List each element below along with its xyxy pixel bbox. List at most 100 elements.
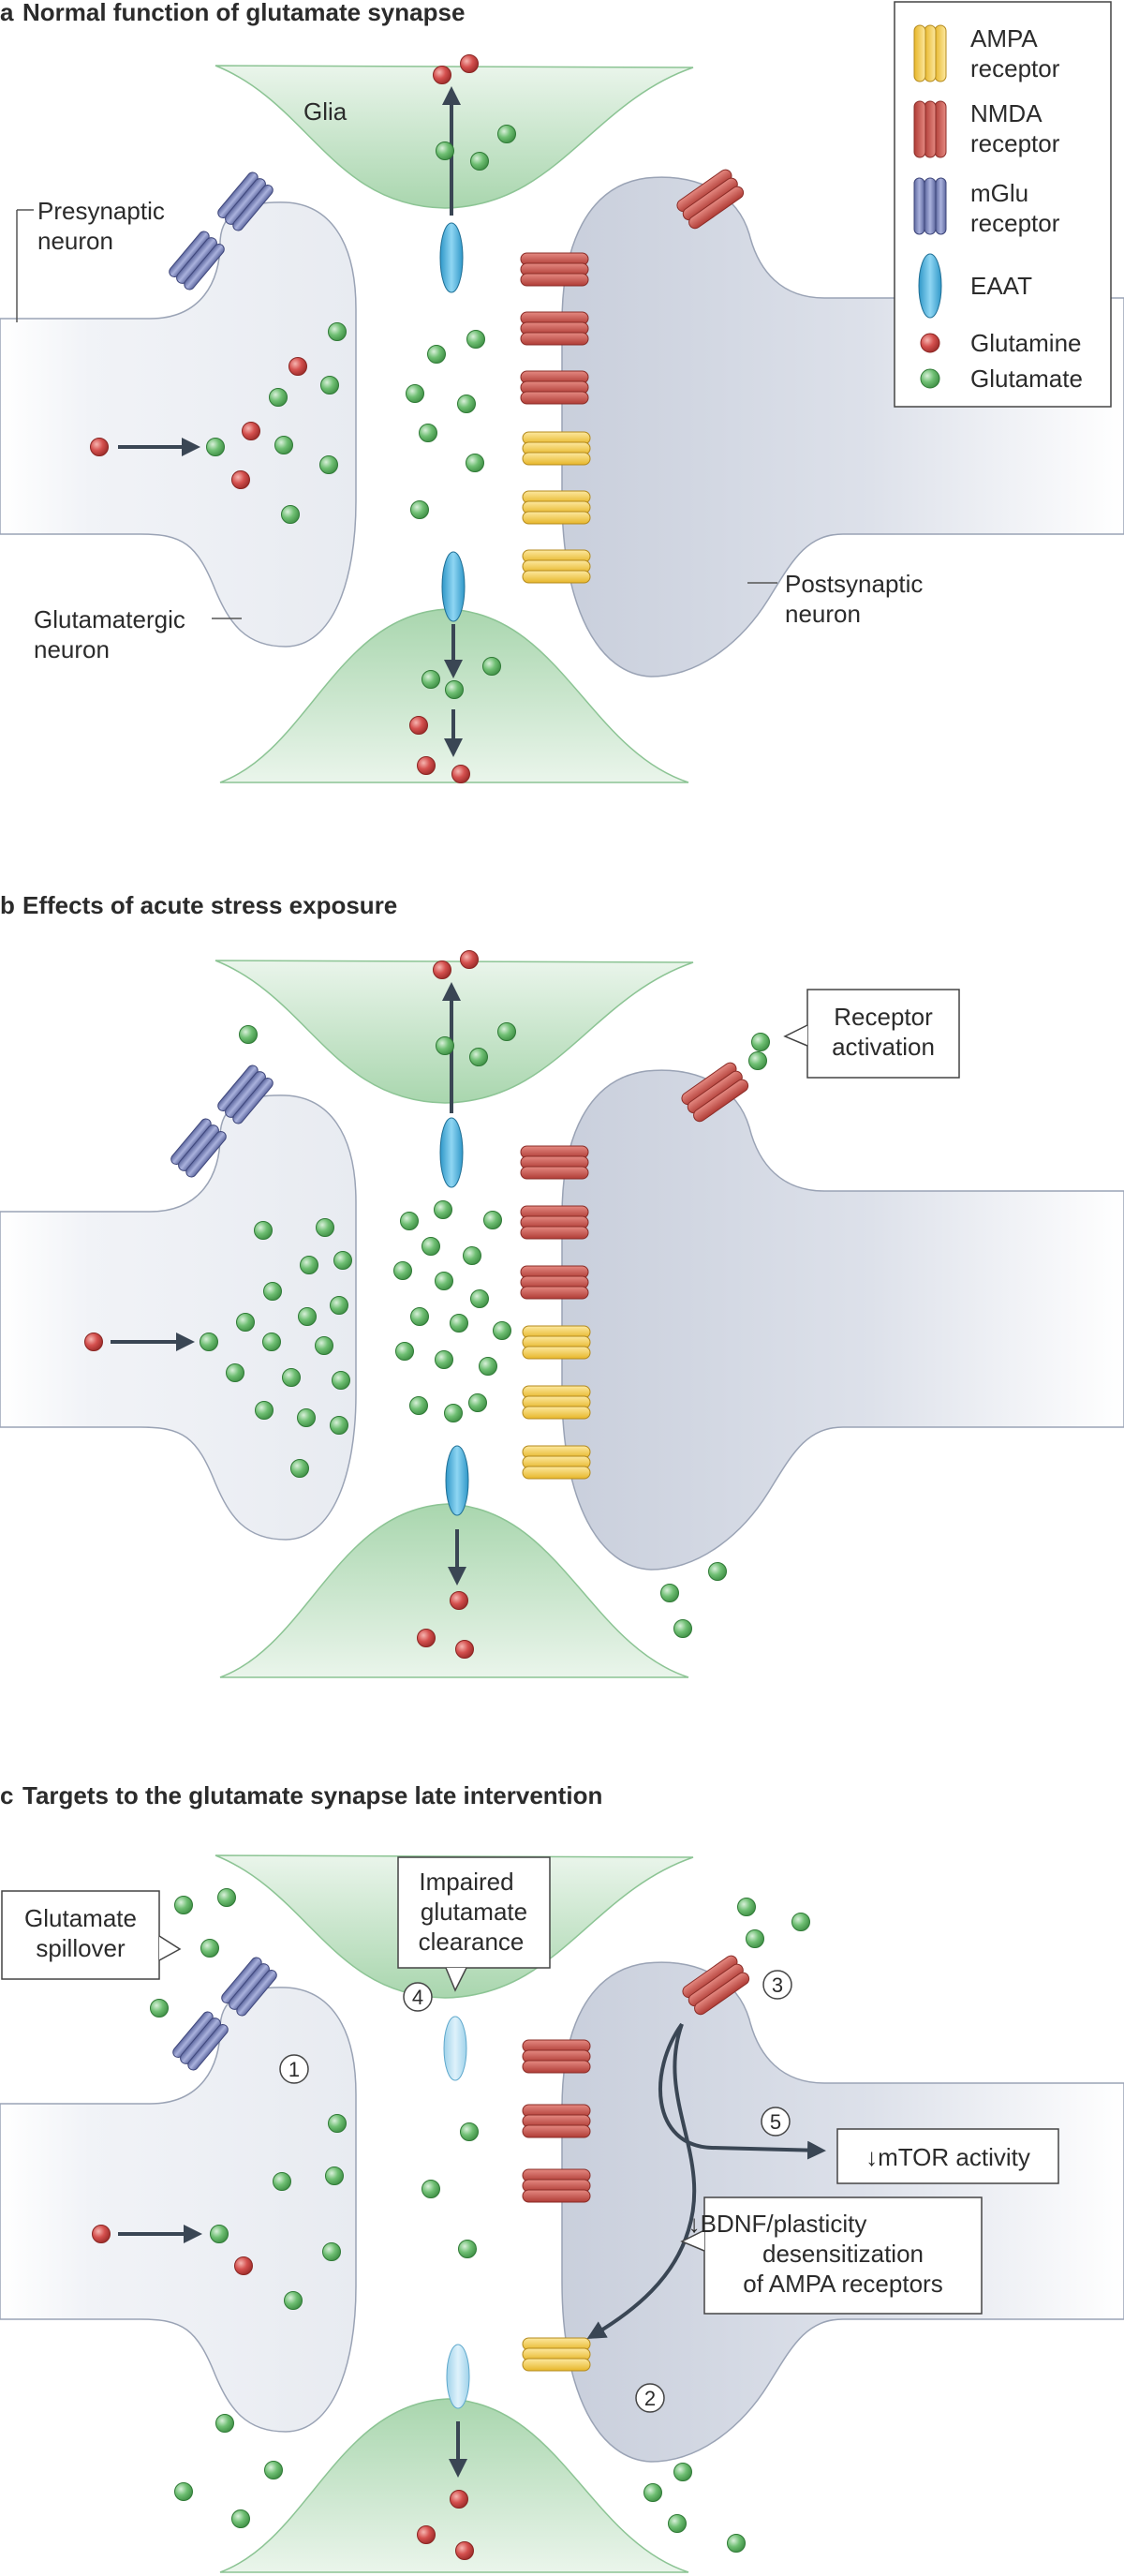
callout-box <box>703 2196 983 2315</box>
signal-arrow-mtor <box>658 2022 826 2160</box>
bdnf-label: ↓BDNF/plasticity <box>688 2210 867 2238</box>
glutamate <box>660 1584 679 1602</box>
glutamate <box>319 455 338 474</box>
panel-a: Glia Presynaptic neuron Glutamatergic ne… <box>0 1 1124 783</box>
glutamine <box>433 66 451 84</box>
glutamine <box>455 2541 474 2560</box>
glutamine <box>231 470 250 489</box>
glutamine <box>455 1640 474 1659</box>
ampa-receptor <box>522 1445 591 1480</box>
ampa-receptor <box>522 490 591 525</box>
glutamine <box>90 438 109 456</box>
glutamine <box>460 950 479 969</box>
glutamate <box>422 1237 440 1256</box>
legend-nmda-icon <box>913 100 947 158</box>
glutamine <box>92 2225 111 2243</box>
callout-box <box>836 2128 1059 2184</box>
signal-arrow-ampa <box>586 2023 697 2340</box>
presynaptic-label-2: neuron <box>37 227 113 255</box>
glutamine <box>242 422 260 440</box>
step-marker-4-label: 4 <box>412 1986 423 2009</box>
glutamate <box>497 1022 516 1041</box>
glutamate <box>330 1416 348 1435</box>
legend-glutamate-label: Glutamate <box>970 365 1083 393</box>
glia-top <box>214 65 694 209</box>
glutamate <box>643 2483 662 2502</box>
glutamate <box>290 1459 309 1478</box>
glutamate <box>315 1336 333 1355</box>
glutamate <box>410 1307 429 1326</box>
nmda-receptor <box>522 2039 591 2074</box>
glutamate <box>419 424 437 442</box>
glutamate <box>322 2242 341 2261</box>
nmda-receptor-top <box>676 169 745 230</box>
spillover-label: Glutamate <box>24 1904 137 1932</box>
glutamate <box>435 1350 453 1369</box>
glutamate <box>298 1307 317 1326</box>
glutamate <box>668 2514 687 2533</box>
glutamine <box>84 1333 103 1351</box>
impaired-clearance-callout: Impaired glutamate clearance <box>397 1856 551 1992</box>
nmda-receptor <box>522 2104 591 2138</box>
glutamate <box>470 1289 489 1308</box>
glutamatergic-label: Glutamatergic <box>34 605 185 633</box>
nmda-receptor <box>520 1205 589 1240</box>
glutamate <box>400 1212 419 1230</box>
glutamate <box>239 1025 258 1044</box>
glutamate <box>470 152 489 171</box>
glutamate <box>493 1321 511 1340</box>
glutamate <box>264 2461 283 2479</box>
mglu-receptor <box>169 231 225 290</box>
postsynaptic-neuron <box>561 1069 1124 1571</box>
glutamate <box>748 1051 767 1070</box>
ampa-receptor <box>522 431 591 466</box>
eaat-transporter-impaired <box>443 2016 467 2081</box>
nmda-receptor <box>520 370 589 405</box>
step-marker-2-label: 2 <box>644 2387 656 2410</box>
panel-c-title: Targets to the glutamate synapse late in… <box>22 1781 602 1809</box>
glutamate <box>458 2240 477 2258</box>
panel-a-letter: a <box>0 0 14 26</box>
panel-b: Receptor activation <box>0 950 1124 1678</box>
glutamate <box>434 1200 452 1219</box>
glutamate-molecules <box>150 1888 810 2553</box>
glutamate <box>284 2291 303 2310</box>
legend-glutamine-icon <box>920 333 940 353</box>
glutamate <box>737 1898 756 1916</box>
glutamate <box>273 2172 291 2191</box>
glutamate <box>330 1296 348 1315</box>
step-marker-3-label: 3 <box>772 1973 783 1997</box>
step-marker-1: 1 <box>279 2054 309 2084</box>
spillover-label-2: spillover <box>36 1934 126 1962</box>
glutamate <box>708 1562 727 1581</box>
legend-ampa-label-2: receptor <box>970 54 1060 82</box>
eaat-transporter <box>439 222 464 293</box>
glutamate <box>406 384 424 403</box>
callout-pointer <box>783 1024 808 1047</box>
glutamate <box>255 1401 274 1420</box>
glutamate <box>444 1404 463 1422</box>
glia-label: Glia <box>303 97 348 126</box>
glutamate <box>282 1368 301 1387</box>
glutamine <box>450 1591 468 1610</box>
glutamate <box>325 2167 344 2185</box>
glutamate <box>479 1357 497 1376</box>
glutamate <box>206 438 225 456</box>
glutamate <box>254 1221 273 1240</box>
mglu-receptor <box>172 2011 229 2071</box>
nmda-receptor-top <box>681 1062 749 1123</box>
glutamate <box>174 1896 193 1914</box>
legend-mglu-label: mGlu <box>970 179 1028 207</box>
glutamate <box>328 2114 347 2133</box>
glutamate <box>263 1282 282 1301</box>
receptor-activation-callout: Receptor activation <box>783 989 960 1079</box>
glutamine <box>234 2256 253 2275</box>
glia-top <box>214 960 694 1104</box>
glutamate <box>436 1036 454 1055</box>
nmda-receptor <box>520 1265 589 1300</box>
mtor-callout: ↓mTOR activity <box>836 2128 1059 2184</box>
glutamate <box>466 330 485 349</box>
mtor-label: ↓mTOR activity <box>865 2143 1030 2171</box>
glutamine-molecules <box>90 54 479 783</box>
nmda-receptor <box>522 2168 591 2203</box>
